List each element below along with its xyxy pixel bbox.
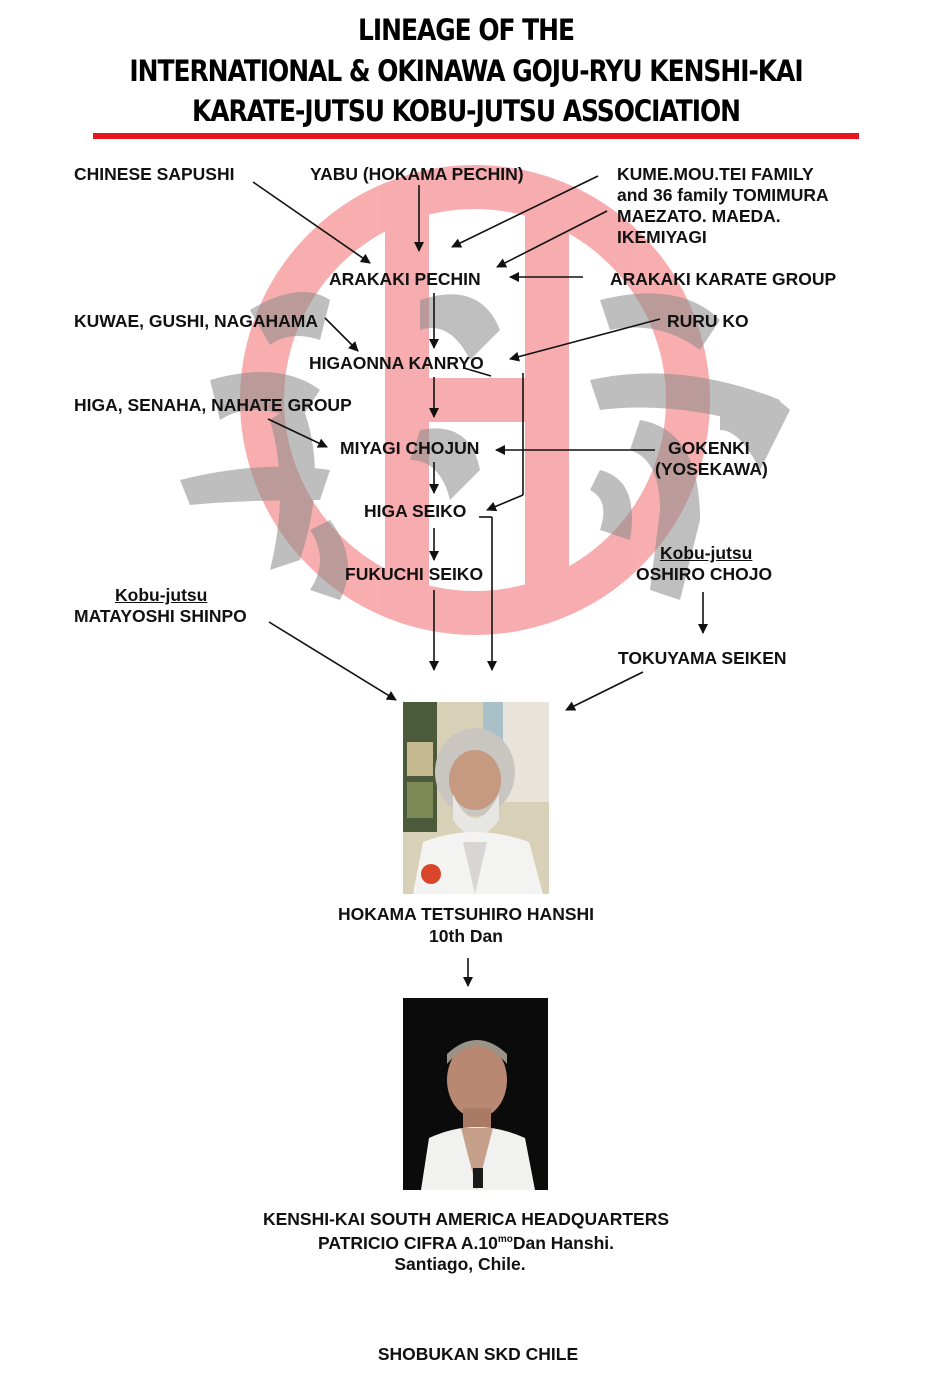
node-fukuchi: FUKUCHI SEIKO — [345, 564, 484, 584]
node-kuwae: KUWAE, GUSHI, NAGAHAMA — [74, 311, 319, 331]
node-higa-group: HIGA, SENAHA, NAHATE GROUP — [74, 395, 352, 415]
node-kume-line-1: KUME.MOU.TEI FAMILY — [617, 164, 814, 184]
node-ruru-ko: RURU KO — [667, 311, 749, 331]
hq-line-2-sup: mo — [497, 1234, 513, 1245]
title-line-2: INTERNATIONAL & OKINAWA GOJU-RYU KENSHI-… — [129, 54, 803, 88]
node-higa-seiko: HIGA SEIKO — [364, 501, 467, 521]
node-arakaki-group: ARAKAKI KARATE GROUP — [610, 269, 837, 289]
hokama-rank: 10th Dan — [429, 926, 503, 946]
hq-line-2-rank: Dan Hanshi. — [512, 1233, 614, 1253]
footer-text: SHOBUKAN SKD CHILE — [377, 1344, 579, 1364]
node-kume-line-3: MAEZATO. MAEDA. — [617, 206, 781, 226]
node-kume-line-4: IKEMIYAGI — [617, 227, 707, 247]
cifra-portrait-icon — [403, 998, 548, 1190]
node-tokuyama: TOKUYAMA SEIKEN — [618, 648, 787, 668]
title-underline — [93, 133, 859, 139]
hq-line-2: PATRICIO CIFRA A.10moDan Hanshi. — [0, 1229, 932, 1254]
node-kobu-jutsu-matayoshi: Kobu-jutsu — [115, 585, 208, 605]
node-gokenki-line-2: (YOSEKAWA) — [655, 459, 768, 479]
title-line-3: KARATE-JUTSU KOBU-JUTSU ASSOCIATION — [191, 94, 741, 128]
hq-line-1: KENSHI-KAI SOUTH AMERICA HEADQUARTERS — [262, 1209, 670, 1229]
node-arakaki-pechin: ARAKAKI PECHIN — [329, 269, 481, 289]
node-yabu: YABU (HOKAMA PECHIN) — [310, 164, 524, 184]
node-higaonna: HIGAONNA KANRYO — [309, 353, 484, 373]
node-kobu-jutsu-oshiro: Kobu-jutsu — [660, 543, 753, 563]
hokama-portrait-icon — [403, 702, 549, 894]
hokama-name: HOKAMA TETSUHIRO HANSHI — [337, 904, 594, 924]
node-miyagi: MIYAGI CHOJUN — [340, 438, 480, 458]
node-chinese-sapushi: CHINESE SAPUSHI — [74, 164, 235, 184]
hq-line-3: Santiago, Chile. — [394, 1254, 526, 1274]
node-matayoshi: MATAYOSHI SHINPO — [74, 606, 247, 626]
title-line-1: LINEAGE OF THE — [358, 13, 575, 47]
node-kume-line-2: and 36 family TOMIMURA — [617, 185, 829, 205]
hq-line-2-name: PATRICIO CIFRA A.10 — [317, 1233, 498, 1253]
node-oshiro: OSHIRO CHOJO — [636, 564, 773, 584]
node-gokenki-line-1: GOKENKI — [668, 438, 750, 458]
